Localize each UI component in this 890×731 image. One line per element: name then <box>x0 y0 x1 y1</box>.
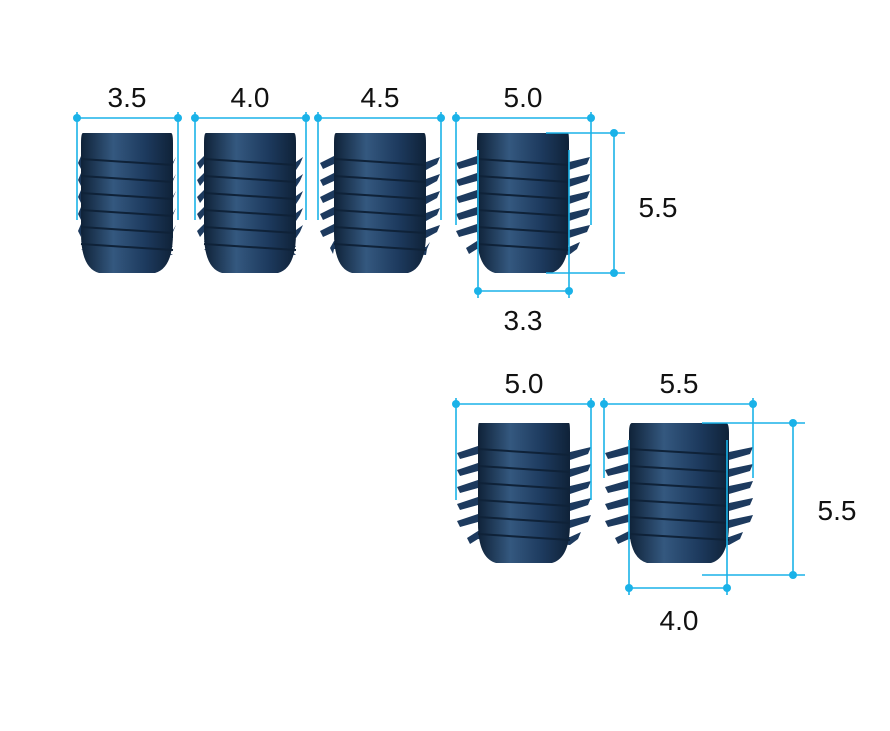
length-label: 5.5 <box>818 495 857 526</box>
implant-3-5: 3.5 <box>73 82 182 273</box>
implant-5-5-detailed: 5.5 4.0 5.5 <box>600 368 856 636</box>
length-dimension: 5.5 <box>702 419 856 579</box>
implant-4-5: 4.5 <box>314 82 445 273</box>
implant-body <box>457 423 591 563</box>
implant-body <box>605 423 753 563</box>
thread-groove <box>477 465 571 473</box>
width-dimension: 5.0 <box>452 368 595 500</box>
thread-groove <box>476 226 570 234</box>
width-label: 5.5 <box>660 368 699 399</box>
thread-groove <box>628 448 730 456</box>
core-label: 3.3 <box>504 305 543 336</box>
width-dimension: 5.0 <box>452 82 595 225</box>
implant-core <box>334 133 426 273</box>
implant-4-0: 4.0 <box>191 82 310 273</box>
thread-groove <box>628 516 730 524</box>
implant-core <box>629 423 729 563</box>
implant-body <box>78 133 176 273</box>
implant-core <box>81 133 173 273</box>
thread-groove <box>476 209 570 217</box>
implant-5-0-lower: 5.0 <box>452 368 595 563</box>
thread-groove <box>80 226 174 234</box>
thread-groove <box>476 158 570 166</box>
implant-body <box>456 133 590 273</box>
width-dimension: 4.0 <box>191 82 310 220</box>
implant-core <box>204 133 296 273</box>
thread-groove <box>628 465 730 473</box>
width-dimension: 4.5 <box>314 82 445 220</box>
width-label: 5.0 <box>504 82 543 113</box>
thread-groove <box>477 482 571 490</box>
thread-groove <box>476 175 570 183</box>
width-label: 5.0 <box>505 368 544 399</box>
thread-groove <box>333 226 427 234</box>
length-label: 5.5 <box>639 192 678 223</box>
core-dimension: 4.0 <box>625 440 731 636</box>
thread-groove <box>80 209 174 217</box>
thread-groove <box>477 499 571 507</box>
thread-groove <box>203 226 297 234</box>
thread-groove <box>333 158 427 166</box>
width-dimension: 5.5 <box>600 368 757 478</box>
thread-groove <box>80 175 174 183</box>
thread-groove <box>477 448 571 456</box>
thread-groove <box>203 192 297 200</box>
width-label: 3.5 <box>108 82 147 113</box>
implant-core <box>478 423 570 563</box>
thread-groove <box>80 192 174 200</box>
width-dimension: 3.5 <box>73 82 182 220</box>
thread-groove <box>628 482 730 490</box>
length-dimension: 5.5 <box>546 129 677 277</box>
thread-groove <box>203 158 297 166</box>
thread-groove <box>80 243 174 251</box>
thread-groove <box>203 243 297 251</box>
implant-5-0-detailed: 5.0 3.3 5.5 <box>452 82 677 336</box>
thread-groove <box>477 516 571 524</box>
implant-core <box>477 133 569 273</box>
implant-body <box>197 133 303 273</box>
thread-groove <box>203 175 297 183</box>
thread-groove <box>628 499 730 507</box>
thread-groove <box>333 209 427 217</box>
width-label: 4.0 <box>231 82 270 113</box>
thread-groove <box>476 192 570 200</box>
core-dimension: 3.3 <box>474 150 573 336</box>
implant-body <box>320 133 440 273</box>
thread-groove <box>333 243 427 251</box>
thread-groove <box>80 158 174 166</box>
thread-groove <box>203 209 297 217</box>
thread-groove <box>477 533 571 541</box>
thread-groove <box>628 533 730 541</box>
width-label: 4.5 <box>361 82 400 113</box>
thread-groove <box>333 192 427 200</box>
thread-groove <box>333 175 427 183</box>
core-label: 4.0 <box>660 605 699 636</box>
thread-groove <box>476 243 570 251</box>
